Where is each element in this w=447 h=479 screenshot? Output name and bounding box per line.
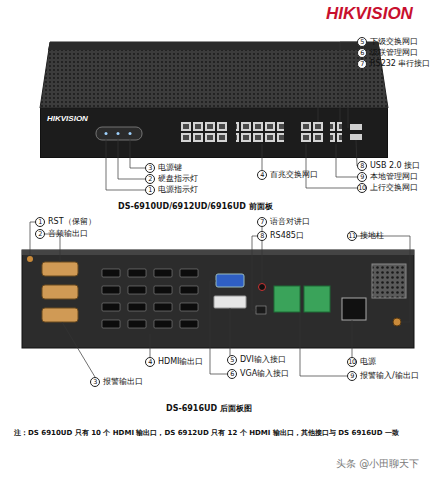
rj45-group [180,122,228,144]
callout-number: 2 [145,174,155,184]
callout-label: DS-6910UD/6912UD/6916UD 前面板 [118,202,273,212]
callout-label: 硬盘指示灯 [158,174,198,184]
terminal-block [274,286,300,312]
callout-number: 1 [145,185,155,195]
hdmi-grid [100,266,204,334]
callout-label: 本地管理网口 [370,172,418,182]
led [105,132,108,135]
callout-label: RS485口 [270,231,304,241]
rj45-group [236,122,284,144]
callout-label: 报警输出口 [103,377,143,387]
callout-number: 10 [357,183,367,193]
callout-number: 7 [357,59,367,69]
lid-edge [48,42,380,50]
callout-number: 6 [227,369,237,379]
callout-label: HDMI输出口 [158,357,203,367]
callout-number: 8 [257,231,267,241]
terminal-block [304,286,330,312]
rear-chassis [22,250,414,348]
callout-label: 注：DS 6910UD 只有 10 个 HDMI 输出口，DS 6912UD 只… [14,428,434,438]
callout-number: 10 [347,357,357,367]
usb-port [350,134,362,140]
leader-lines [106,42,357,190]
brand-logo: HIKVISION [47,114,88,123]
brand-logo: HIKVISION [326,4,413,24]
callout-number: 6 [357,48,367,58]
rj45-group [300,122,324,144]
callout-label: 电源指示灯 [158,185,198,195]
callout-number: 11 [347,231,357,241]
rs485-port [256,306,266,314]
callout-label: RS232 串行接口 [370,59,430,69]
ground-post [393,318,401,326]
callout-label: 语音对讲口 [270,217,310,227]
callout-label: USB 2.0 接口 [370,161,420,171]
watermark: 头条 @小田聊天下 [336,458,419,470]
reset-pin [27,256,33,262]
callout-label: DVI输入接口 [240,355,286,365]
rj45-group [330,122,342,144]
callout-label: DS-6916UD 后面板图 [166,404,252,414]
callout-label: 级联管理网口 [370,48,418,58]
audio-jack [259,284,266,291]
callout-number: 8 [357,161,367,171]
led [117,132,120,135]
callout-label: 上行交换网口 [370,183,418,193]
dvi-port [214,296,246,308]
callout-number: 7 [257,217,267,227]
psu-fan [372,264,406,298]
device-lid [40,42,388,108]
callout-number: 5 [227,355,237,365]
callout-number: 1 [35,217,45,227]
chassis-edge [22,250,414,255]
callout-label: 音频输出口 [48,229,88,239]
power-socket [342,298,366,320]
callout-number: 9 [347,371,357,381]
callout-label: 电源 [360,357,376,367]
callout-label: 百兆交换网口 [270,170,318,180]
callout-label: 报警输入/输出口 [360,371,419,381]
callout-number: 9 [357,172,367,182]
callout-number: 4 [257,170,267,180]
callout-number: 3 [145,163,155,173]
leader-lines [30,222,410,377]
callout-number: 5 [357,37,367,47]
indicator-panel [96,127,142,140]
callout-label: 下级交换网口 [370,37,418,47]
callout-label: 电源键 [158,163,182,173]
usb-port [350,124,362,130]
db-connector [42,308,78,322]
callout-number: 2 [35,229,45,239]
led [129,132,132,135]
callout-number: 4 [145,357,155,367]
callout-label: 接地柱 [360,231,384,241]
callout-label: VGA输入接口 [240,369,289,379]
vga-port [216,274,244,287]
callout-number: 3 [90,377,100,387]
callout-label: RST（保留） [48,217,96,227]
db-connector [42,262,78,276]
db-connector [42,285,78,299]
